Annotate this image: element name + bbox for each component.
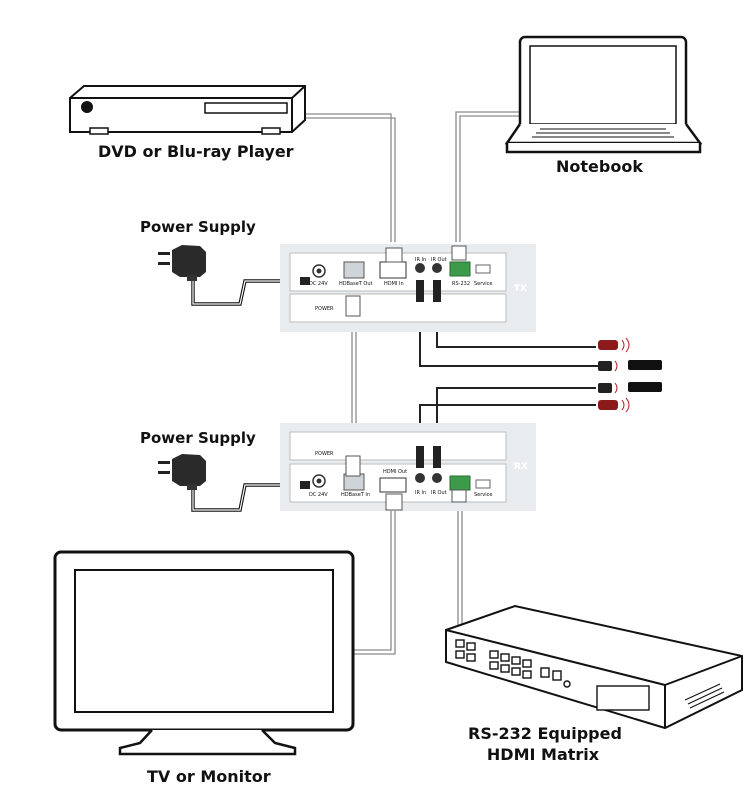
rx-power-label: POWER — [315, 451, 334, 457]
tx-hdmi-label: HDMI In — [384, 281, 404, 287]
tx-power-label: POWER — [315, 306, 334, 312]
rx-hdbaset-label: HDBaseT In — [341, 492, 371, 498]
ir-receiver-rx — [598, 382, 662, 394]
tv-monitor-device — [53, 550, 355, 756]
tx-service-label: Service — [474, 281, 493, 287]
tx-rs232-terminal — [449, 261, 471, 277]
rx-service-label: Service — [474, 492, 493, 498]
power-supply-top — [158, 245, 206, 281]
tx-tag: TX — [514, 284, 528, 294]
tx-ir-out-label: IR Out — [431, 257, 447, 263]
rx-dc-label: DC 24V — [309, 492, 328, 498]
notebook-device — [504, 35, 703, 154]
ir-emitter-rx — [598, 397, 630, 413]
tv-label: TV or Monitor — [147, 767, 271, 786]
rx-rs232-terminal — [449, 475, 471, 491]
tx-hdmi-port — [379, 261, 407, 279]
rx-hdmi-port — [379, 477, 407, 493]
matrix-label-line2: HDMI Matrix — [486, 745, 600, 764]
tx-hdbaset-label: HDBaseT Out — [339, 281, 373, 287]
cable-notebook-to-tx-rs232 — [455, 111, 520, 242]
tx-extender-box — [280, 244, 536, 332]
ir-receiver-tx — [598, 360, 662, 372]
tx-rj45-port — [343, 261, 365, 279]
ir-emitter-tx — [598, 337, 630, 353]
ir-devices — [598, 337, 662, 413]
power-supply-top-label: Power Supply — [140, 218, 256, 236]
cable-dvd-to-tx-hdmi — [305, 113, 392, 242]
tx-dc-label: DC 24V — [309, 281, 328, 287]
tx-ir-in-label: IR In — [415, 257, 427, 263]
cable-rx-hdmi-to-tv — [354, 510, 392, 651]
rx-extender-box — [280, 423, 536, 511]
matrix-label-line1: RS-232 Equipped — [468, 724, 622, 743]
power-supply-bottom-label: Power Supply — [140, 429, 256, 447]
dvd-label: DVD or Blu-ray Player — [98, 142, 294, 161]
notebook-label: Notebook — [556, 157, 643, 176]
rx-ir-in-label: IR In — [415, 490, 427, 496]
tx-rs232-label: RS-232 — [452, 281, 470, 287]
rx-ir-out-label: IR Out — [431, 490, 447, 496]
power-supply-bottom — [158, 454, 206, 490]
hdmi-matrix-device — [445, 604, 743, 730]
dvd-player-device — [69, 85, 306, 135]
rx-hdmi-label: HDMI Out — [383, 469, 408, 475]
rx-tag: RX — [514, 462, 528, 472]
